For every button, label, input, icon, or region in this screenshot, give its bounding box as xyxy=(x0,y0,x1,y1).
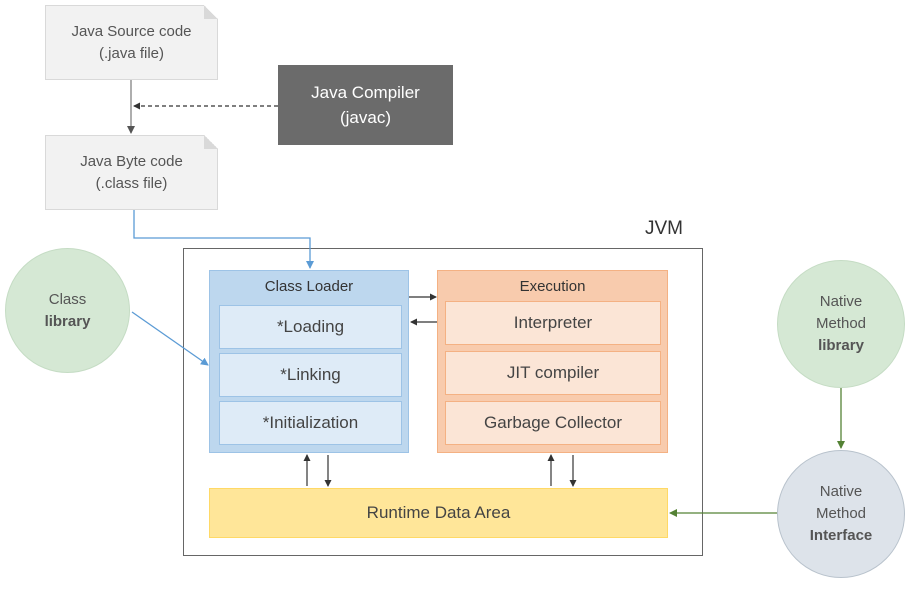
class-loader-item-initialization: *Initialization xyxy=(219,401,402,445)
java-source-code-doc: Java Source code (.java file) xyxy=(45,5,218,80)
class-loader-box: Class Loader *Loading *Linking *Initiali… xyxy=(209,270,409,453)
runtime-data-area: Runtime Data Area xyxy=(209,488,668,538)
java-compiler-line1: Java Compiler xyxy=(311,82,420,102)
native-method-interface-circle: Native Method Interface xyxy=(777,450,905,578)
java-compiler-box: Java Compiler (javac) xyxy=(278,65,453,145)
native-method-library-circle: Native Method library xyxy=(777,260,905,388)
class-library-line1: Class xyxy=(48,290,87,308)
java-source-code-line2: (.java file) xyxy=(98,44,165,62)
class-library-circle: Class library xyxy=(5,248,130,373)
class-loader-title: Class Loader xyxy=(264,277,354,295)
jvm-label: JVM xyxy=(645,218,683,239)
arrow-classlibrary-to-classloader xyxy=(131,311,209,366)
class-library-line2: library xyxy=(44,312,91,330)
native-interface-line2: Method xyxy=(815,505,867,523)
java-byte-code-line2: (.class file) xyxy=(95,174,168,192)
java-source-code-line1: Java Source code xyxy=(71,22,192,40)
native-library-line3: library xyxy=(818,336,864,354)
arrow-bytecode-to-classloader xyxy=(133,210,314,269)
execution-item-jit-compiler: JIT compiler xyxy=(445,351,661,395)
native-interface-line3: Interface xyxy=(809,526,873,544)
native-library-line2: Method xyxy=(815,315,867,333)
java-byte-code-line1: Java Byte code xyxy=(80,152,183,170)
execution-item-interpreter: Interpreter xyxy=(445,301,661,345)
class-loader-item-linking: *Linking xyxy=(219,353,402,397)
execution-box: Execution Interpreter JIT compiler Garba… xyxy=(437,270,668,453)
execution-item-garbage-collector: Garbage Collector xyxy=(445,401,661,445)
class-loader-item-loading: *Loading xyxy=(219,305,402,349)
java-compiler-line2: (javac) xyxy=(339,108,391,127)
java-byte-code-doc: Java Byte code (.class file) xyxy=(45,135,218,210)
execution-title: Execution xyxy=(519,277,586,295)
native-library-line1: Native xyxy=(819,293,863,311)
native-interface-line1: Native xyxy=(819,483,863,501)
